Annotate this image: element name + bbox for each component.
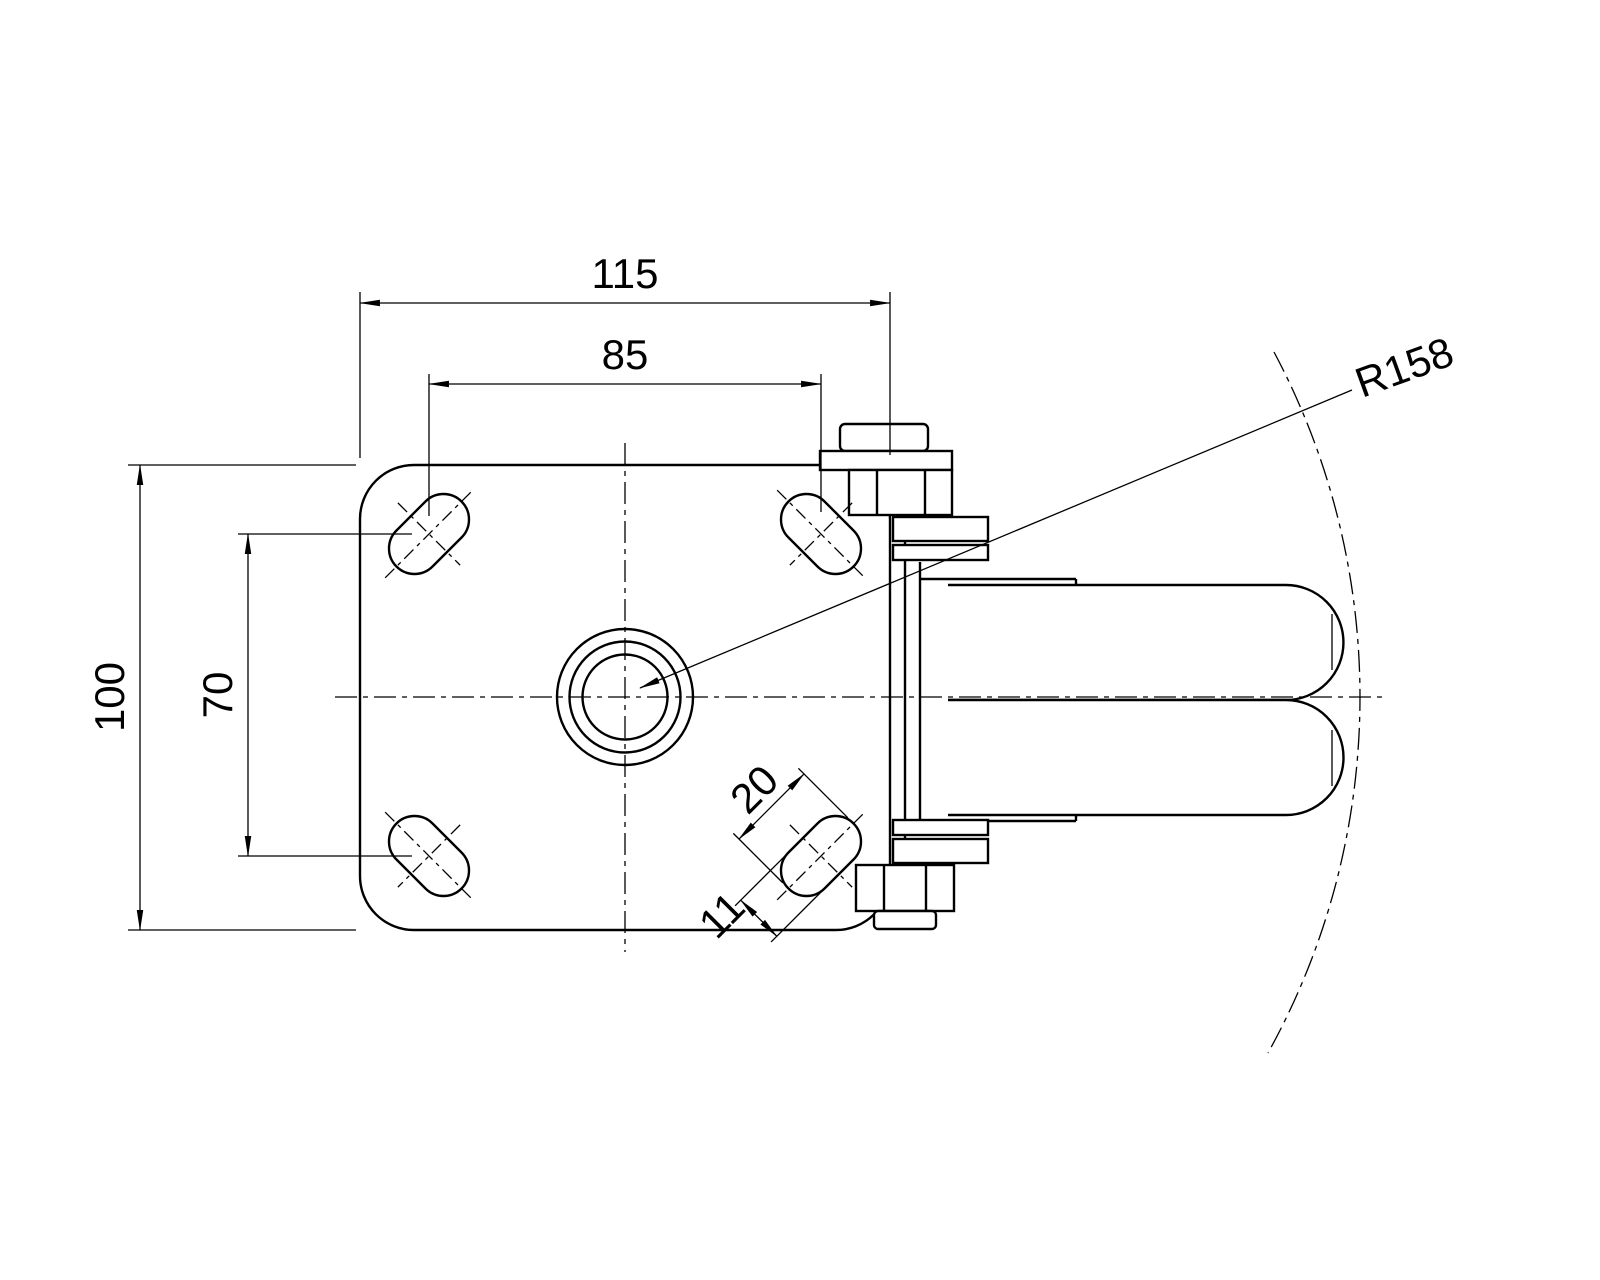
extension-line [734,854,787,907]
top-washer-1 [891,515,990,543]
top-nut [847,468,954,517]
top-cap [838,422,930,453]
radius-leader-line [639,389,1353,689]
dimension-hole-spacing-y: 70 [194,532,412,858]
bottom-washer-1 [891,818,990,837]
dim-label-swivel-radius: R158 [1349,328,1459,407]
top-mount-hardware [818,422,990,562]
extension-line [732,832,784,884]
bolt-slot-top-left [384,489,474,579]
bottom-washer-2 [891,837,990,865]
top-flange [818,449,954,472]
dimension-line [740,899,778,937]
slot-axis-line [384,489,474,579]
bottom-cap [872,909,938,931]
dimension-plate-depth: 100 [86,463,356,932]
swivel-radius-arc [1267,351,1361,1054]
slot-cross-line [789,502,853,566]
slot-axis-line [776,811,866,901]
bolt-slot-bottom-left [384,811,474,901]
dimension-line [738,773,805,840]
slot-outline [779,492,863,576]
extension-line [770,890,823,943]
wheel-tread-top [948,583,1345,702]
dimension-hole-spacing-x: 85 [427,331,823,516]
bolt-slot-top-right [776,489,866,579]
dim-label-plate-width: 115 [592,250,659,297]
slot-cross-line [397,502,461,566]
top-washer-2 [891,543,990,562]
dim-label-hole-spacing-x: 85 [602,331,649,378]
bottom-nut [854,863,956,913]
extension-line [797,767,849,819]
slot-outline [387,492,471,576]
slot-cross-line [397,824,461,888]
dim-label-plate-depth: 100 [86,662,133,732]
wheel [920,577,1345,823]
bottom-mount-hardware [854,818,990,931]
slot-cross-line [789,824,853,888]
wheel-tread-bottom [948,698,1345,817]
slot-outline [387,814,471,898]
slot-axis-line [384,811,474,901]
slot-axis-line [776,489,866,579]
slot-outline [779,814,863,898]
dimension-plate-width: 115 [358,250,892,458]
dim-label-hole-spacing-y: 70 [194,672,241,719]
centerlines [335,443,1382,952]
